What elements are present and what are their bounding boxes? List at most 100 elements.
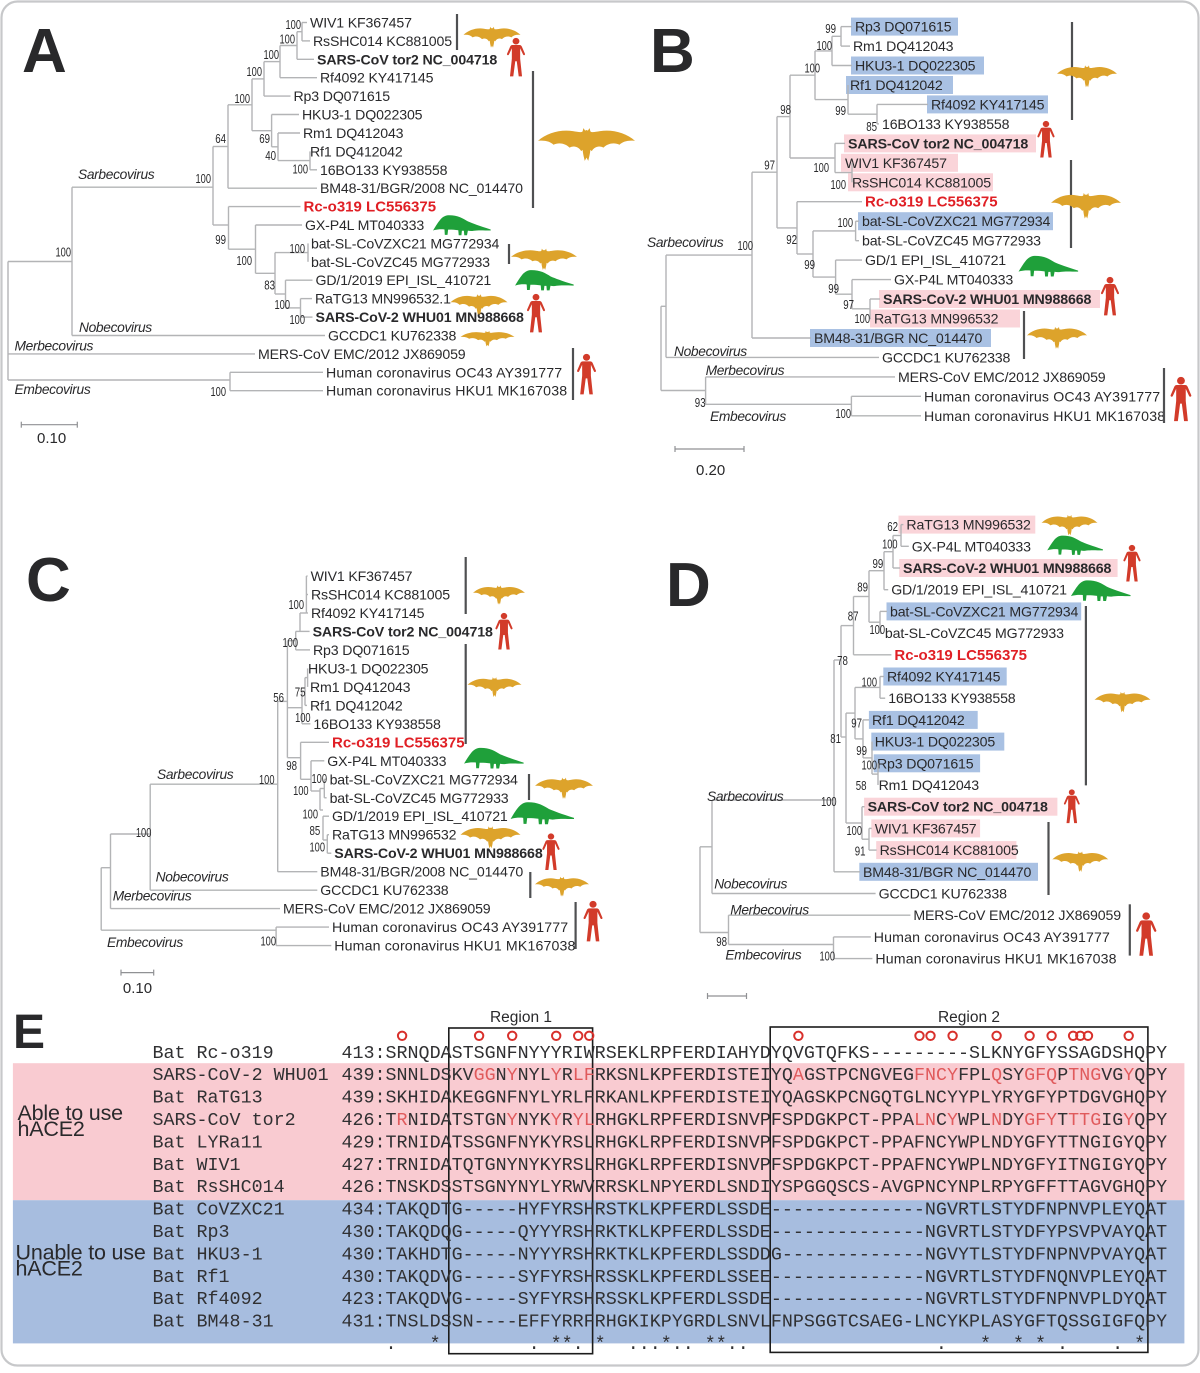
svg-text:SARS-CoV tor2 NC_004718: SARS-CoV tor2 NC_004718: [317, 52, 497, 68]
svg-text:WIV1 KF367457: WIV1 KF367457: [311, 568, 413, 584]
svg-text:Sarbecovirus: Sarbecovirus: [707, 789, 784, 804]
svg-text:16BO133 KY938558: 16BO133 KY938558: [888, 690, 1016, 706]
svg-text:87: 87: [848, 610, 859, 624]
svg-text:58: 58: [856, 779, 867, 793]
svg-text:434:TAKQDTG-----HYFYRSHRSTKLKP: 434:TAKQDTG-----HYFYRSHRSTKLKPFERDLSSDE-…: [342, 1200, 1168, 1221]
svg-text:100: 100: [855, 312, 871, 326]
svg-text:Bat LYRa11: Bat LYRa11: [153, 1132, 263, 1153]
svg-text:MERS-CoV EMC/2012 JX869059: MERS-CoV EMC/2012 JX869059: [898, 369, 1106, 385]
svg-text:GCCDC1 KU762338: GCCDC1 KU762338: [320, 882, 449, 898]
svg-text:100: 100: [814, 161, 830, 175]
svg-text:GX-P4L MT040333: GX-P4L MT040333: [305, 217, 424, 233]
svg-text:GCCDC1 KU762338: GCCDC1 KU762338: [879, 886, 1008, 902]
svg-text:HKU3-1 DQ022305: HKU3-1 DQ022305: [308, 660, 429, 676]
svg-text:Nobecovirus: Nobecovirus: [714, 877, 787, 892]
svg-text:Rc-o319 LC556375: Rc-o319 LC556375: [865, 194, 998, 211]
svg-text:C: C: [26, 546, 71, 615]
svg-text:Embecovirus: Embecovirus: [710, 409, 786, 424]
svg-text:439:SKHIDAKEGGNFNYLYRLFRKANLKP: 439:SKHIDAKEGGNFNYLYRLFRKANLKPFERDISTEIY…: [342, 1088, 1168, 1109]
svg-text:100: 100: [290, 313, 306, 327]
svg-text:16BO133 KY938558: 16BO133 KY938558: [320, 162, 448, 178]
svg-text:99: 99: [873, 557, 884, 571]
svg-text:SARS-CoV tor2 NC_004718: SARS-CoV tor2 NC_004718: [313, 624, 493, 640]
svg-text:Rf4092 KY417145: Rf4092 KY417145: [931, 96, 1045, 112]
svg-text:69: 69: [259, 132, 270, 146]
svg-text:bat-SL-CoVZC45 MG772933: bat-SL-CoVZC45 MG772933: [862, 233, 1041, 249]
svg-text:RaTG13 MN996532.1: RaTG13 MN996532.1: [315, 291, 451, 307]
svg-text:0.10: 0.10: [123, 980, 152, 997]
svg-text:Rf1 DQ412042: Rf1 DQ412042: [310, 143, 403, 159]
svg-text:GCCDC1 KU762338: GCCDC1 KU762338: [328, 328, 457, 344]
svg-text:100: 100: [862, 759, 878, 773]
svg-text:100: 100: [264, 48, 280, 62]
svg-text:83: 83: [264, 279, 275, 293]
svg-text:WIV1 KF367457: WIV1 KF367457: [845, 155, 947, 171]
svg-text:Human coronavirus HKU1 MK16703: Human coronavirus HKU1 MK167038: [334, 938, 575, 954]
svg-text:Human coronavirus OC43 AY39177: Human coronavirus OC43 AY391777: [332, 919, 568, 935]
svg-text:100: 100: [283, 636, 299, 650]
svg-text:Region 1: Region 1: [490, 1009, 552, 1026]
svg-text:RsSHC014 KC881005: RsSHC014 KC881005: [880, 842, 1019, 858]
svg-text:100: 100: [805, 62, 821, 76]
svg-text:Bat WIV1: Bat WIV1: [153, 1155, 241, 1176]
svg-text:100: 100: [286, 18, 302, 32]
svg-text:bat-SL-CoVZXC21 MG772934: bat-SL-CoVZXC21 MG772934: [311, 235, 499, 251]
svg-text:100: 100: [295, 711, 311, 725]
svg-text:Merbecovirus: Merbecovirus: [706, 363, 785, 378]
svg-text:0.10: 0.10: [37, 430, 66, 447]
svg-text:100: 100: [56, 246, 72, 260]
svg-text:Bat RaTG13: Bat RaTG13: [153, 1088, 263, 1109]
svg-text:430:TAKQDVG-----SYFYRSHRSSKLKP: 430:TAKQDVG-----SYFYRSHRSSKLKPFERDLSSEE-…: [342, 1267, 1168, 1288]
svg-text:427:TRNIDATQTGNYNYKYRSLRHGKLRP: 427:TRNIDATQTGNYNYKYRSLRHGKLRPFERDISNVPF…: [342, 1155, 1168, 1176]
svg-text:Rc-o319 LC556375: Rc-o319 LC556375: [332, 734, 465, 751]
svg-text:MERS-CoV EMC/2012 JX869059: MERS-CoV EMC/2012 JX869059: [258, 346, 466, 362]
svg-text:HKU3-1 DQ022305: HKU3-1 DQ022305: [855, 58, 976, 74]
svg-text:GD/1 EPI_ISL_410721: GD/1 EPI_ISL_410721: [865, 252, 1006, 268]
svg-text:98: 98: [780, 103, 791, 117]
svg-text:MERS-CoV EMC/2012 JX869059: MERS-CoV EMC/2012 JX869059: [283, 901, 491, 917]
svg-text:RsSHC014 KC881005: RsSHC014 KC881005: [313, 33, 452, 49]
svg-text:Sarbecovirus: Sarbecovirus: [157, 767, 234, 782]
svg-text:Rf4092 KY417145: Rf4092 KY417145: [311, 605, 425, 621]
svg-text:Human coronavirus HKU1 MK16703: Human coronavirus HKU1 MK167038: [875, 951, 1116, 967]
svg-text:MERS-CoV EMC/2012 JX869059: MERS-CoV EMC/2012 JX869059: [913, 907, 1121, 923]
svg-text:RsSHC014 KC881005: RsSHC014 KC881005: [311, 587, 450, 603]
svg-text:100: 100: [261, 935, 277, 949]
svg-text:WIV1 KF367457: WIV1 KF367457: [875, 820, 977, 836]
svg-text:81: 81: [830, 732, 841, 746]
svg-text:97: 97: [851, 717, 862, 731]
svg-text:100: 100: [275, 298, 291, 312]
svg-text:100: 100: [312, 772, 328, 786]
svg-text:Rm1 DQ412043: Rm1 DQ412043: [310, 679, 411, 695]
svg-text:Sarbecovirus: Sarbecovirus: [78, 167, 155, 182]
svg-text:430:TAKQDQG-----QYYYRSHRKTKLKP: 430:TAKQDQG-----QYYYRSHRKTKLKPFERDLSSDE-…: [342, 1222, 1168, 1243]
svg-text:100: 100: [862, 676, 878, 690]
svg-text:Embecovirus: Embecovirus: [15, 382, 91, 397]
svg-text:HKU3-1 DQ022305: HKU3-1 DQ022305: [875, 734, 996, 750]
svg-text:93: 93: [695, 396, 706, 410]
svg-text:56: 56: [273, 691, 284, 705]
svg-text:SARS-CoV tor2 NC_004718: SARS-CoV tor2 NC_004718: [848, 136, 1028, 152]
svg-text:100: 100: [136, 826, 152, 840]
svg-text:100: 100: [870, 623, 886, 637]
svg-text:RaTG13 MN996532: RaTG13 MN996532: [332, 827, 457, 843]
svg-text:100: 100: [293, 163, 309, 177]
svg-text:Rm1 DQ412043: Rm1 DQ412043: [853, 38, 954, 54]
svg-text:Human coronavirus OC43 AY39177: Human coronavirus OC43 AY391777: [326, 364, 562, 380]
svg-text:100: 100: [196, 172, 212, 186]
svg-text:Rm1 DQ412043: Rm1 DQ412043: [879, 777, 980, 793]
svg-text:426:TRNIDATSTGNYNYKYRYLRHGKLRP: 426:TRNIDATSTGNYNYKYRYLRHGKLRPFERDISNVPF…: [342, 1110, 1168, 1131]
svg-text:Merbecovirus: Merbecovirus: [730, 903, 809, 918]
svg-text:Rf1 DQ412042: Rf1 DQ412042: [872, 712, 965, 728]
svg-text:85: 85: [866, 120, 877, 134]
svg-text:100: 100: [247, 65, 263, 79]
svg-text:100: 100: [820, 950, 836, 964]
svg-text:62: 62: [887, 520, 898, 534]
svg-text:Embecovirus: Embecovirus: [107, 935, 183, 950]
svg-text:RaTG13 MN996532: RaTG13 MN996532: [906, 517, 1031, 533]
svg-text:Nobecovirus: Nobecovirus: [79, 320, 152, 335]
svg-text:413:SRNQDASTSGNFNYYYRIWRSEKLRP: 413:SRNQDASTSGNFNYYYRIWRSEKLRPFERDIAHYDY…: [342, 1043, 1168, 1064]
svg-text:SARS-CoV-2 WHU01 MN988668: SARS-CoV-2 WHU01 MN988668: [334, 846, 543, 862]
svg-text:426:TNSKDSSTSGNYNYLYRWVRRSKLNP: 426:TNSKDSSTSGNYNYLYRWVRRSKLNPYERDLSNDIY…: [342, 1177, 1168, 1198]
svg-text:GX-P4L MT040333: GX-P4L MT040333: [327, 753, 446, 769]
